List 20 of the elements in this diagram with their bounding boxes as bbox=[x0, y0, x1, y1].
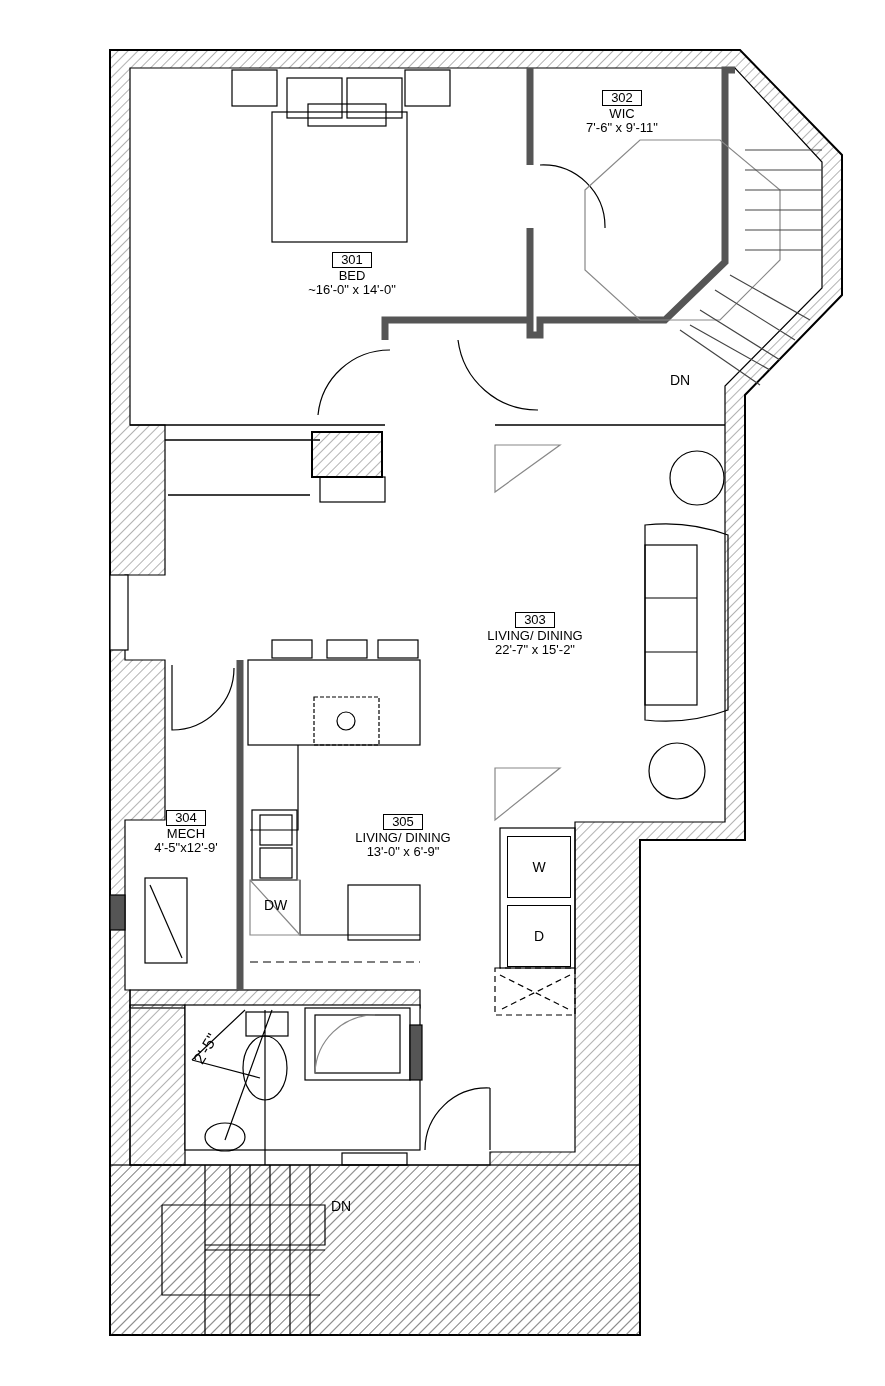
appliance-box: D bbox=[507, 905, 571, 967]
room-dimensions: ~16'-0" x 14'-0" bbox=[307, 283, 397, 297]
room-number: 305 bbox=[383, 814, 423, 830]
room-dimensions: 13'-0" x 6'-9" bbox=[365, 845, 441, 859]
appliance-box: W bbox=[507, 836, 571, 898]
room-number: 302 bbox=[602, 90, 642, 106]
room-number: 303 bbox=[515, 612, 555, 628]
room-dimensions: 7'-6" x 9'-11" bbox=[585, 121, 659, 135]
stair-direction-label: DN bbox=[670, 372, 691, 388]
room-number: 301 bbox=[332, 252, 372, 268]
room-name: WIC bbox=[608, 107, 636, 121]
room-name: LIVING/ DINING bbox=[354, 831, 452, 845]
room-number: 304 bbox=[166, 810, 206, 826]
room-name: BED bbox=[337, 269, 367, 283]
room-dimensions: 4'-5"x12'-9' bbox=[153, 841, 219, 855]
room-dimensions: 22'-7" x 15'-2" bbox=[494, 643, 576, 657]
room-name: LIVING/ DINING bbox=[486, 629, 584, 643]
appliance-label: DW bbox=[264, 897, 288, 913]
room-name: MECH bbox=[165, 827, 207, 841]
stair-direction-label: DN bbox=[331, 1198, 352, 1214]
